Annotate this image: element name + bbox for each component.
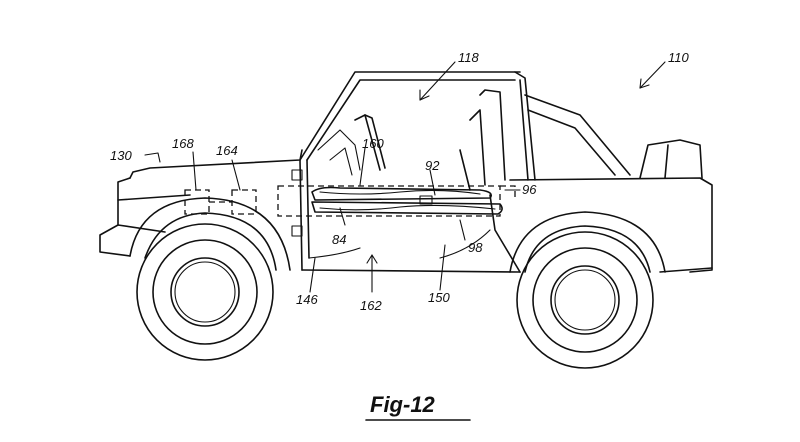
label-98: 98 xyxy=(468,240,483,255)
label-130: 130 xyxy=(110,148,132,163)
caption-text: Fig-12 xyxy=(370,392,436,417)
label-92: 92 xyxy=(425,158,440,173)
label-118: 118 xyxy=(458,50,479,65)
label-160: 160 xyxy=(362,136,384,151)
label-162: 162 xyxy=(360,298,382,313)
airbag-assembly xyxy=(277,185,516,217)
label-164: 164 xyxy=(216,143,238,158)
figure-caption: Fig-12 xyxy=(365,392,471,421)
label-96: 96 xyxy=(522,182,537,197)
label-168: 168 xyxy=(172,136,194,151)
front-wheel xyxy=(136,223,274,361)
label-84: 84 xyxy=(332,232,346,247)
label-110: 110 xyxy=(668,50,689,65)
leader-lines xyxy=(144,61,666,293)
reference-labels: 118 110 130 168 164 160 92 96 84 98 146 … xyxy=(110,50,689,313)
vehicle-body xyxy=(99,71,713,273)
label-150: 150 xyxy=(428,290,450,305)
dashed-modules xyxy=(184,189,257,215)
label-146: 146 xyxy=(296,292,318,307)
rear-wheel xyxy=(516,231,654,369)
